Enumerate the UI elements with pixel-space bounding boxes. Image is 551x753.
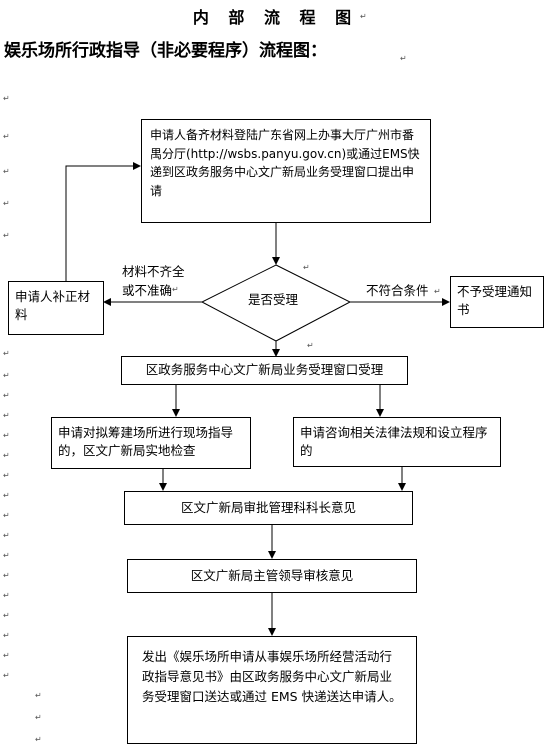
paragraph-mark: ↵ bbox=[3, 94, 10, 103]
step-consult-box: 申请咨询相关法律法规和设立程序的 bbox=[293, 417, 501, 467]
paragraph-mark: ↵ bbox=[3, 451, 10, 460]
paragraph-mark: ↵ bbox=[3, 132, 10, 141]
step-reject-text: 不予受理通知书 bbox=[457, 284, 533, 318]
paragraph-mark: ↵ bbox=[400, 54, 407, 63]
paragraph-mark: ↵ bbox=[3, 231, 10, 240]
step-leader-review-box: 区文广新局主管领导审核意见 bbox=[127, 559, 417, 593]
paragraph-mark: ↵ bbox=[3, 471, 10, 480]
paragraph-mark: ↵ bbox=[3, 511, 10, 520]
paragraph-mark: ↵ bbox=[35, 691, 42, 700]
paragraph-mark: ↵ bbox=[3, 199, 10, 208]
paragraph-mark: ↵ bbox=[3, 671, 10, 680]
step-consult-text: 申请咨询相关法律法规和设立程序的 bbox=[300, 425, 488, 459]
step-section-opinion-text: 区文广新局审批管理科科长意见 bbox=[180, 499, 356, 515]
paragraph-mark: ↵ bbox=[3, 411, 10, 420]
step-supplement-box: 申请人补正材料 bbox=[8, 281, 104, 335]
paragraph-mark: ↵ bbox=[360, 12, 367, 21]
paragraph-mark: ↵ bbox=[172, 285, 179, 294]
step-site-check-text: 申请对拟筹建场所进行现场指导的，区文广新局实地检查 bbox=[58, 425, 234, 459]
step-site-check-box: 申请对拟筹建场所进行现场指导的，区文广新局实地检查 bbox=[51, 417, 251, 469]
paragraph-mark: ↵ bbox=[35, 735, 42, 744]
paragraph-mark: ↵ bbox=[3, 571, 10, 580]
step-issue-box: 发出《娱乐场所申请从事娱乐场所经营活动行政指导意见书》由区政务服务中心文广新局业… bbox=[127, 636, 417, 744]
paragraph-mark: ↵ bbox=[3, 391, 10, 400]
step-reject-box: 不予受理通知书 bbox=[450, 276, 544, 328]
step-apply-text: 申请人备齐材料登陆广东省网上办事大厅广州市番禺分厅(http://wsbs.pa… bbox=[150, 128, 420, 198]
paragraph-mark: ↵ bbox=[3, 611, 10, 620]
paragraph-mark: ↵ bbox=[434, 287, 441, 296]
document-heading: 内 部 流 程 图 bbox=[192, 8, 359, 27]
step-apply-box: 申请人备齐材料登陆广东省网上办事大厅广州市番禺分厅(http://wsbs.pa… bbox=[141, 119, 431, 223]
paragraph-mark: ↵ bbox=[3, 591, 10, 600]
paragraph-mark: ↵ bbox=[3, 167, 10, 176]
step-section-opinion-box: 区文广新局审批管理科科长意见 bbox=[124, 491, 413, 525]
paragraph-mark: ↵ bbox=[303, 263, 310, 272]
paragraph-mark: ↵ bbox=[3, 349, 10, 358]
paragraph-mark: ↵ bbox=[3, 491, 10, 500]
step-window-accept-box: 区政务服务中心文广新局业务受理窗口受理 bbox=[121, 356, 408, 385]
paragraph-mark: ↵ bbox=[3, 651, 10, 660]
decision-label: 是否受理 bbox=[248, 292, 299, 307]
paragraph-mark: ↵ bbox=[35, 713, 42, 722]
paragraph-mark: ↵ bbox=[3, 431, 10, 440]
paragraph-mark: ↵ bbox=[3, 371, 10, 380]
step-issue-text: 发出《娱乐场所申请从事娱乐场所经营活动行政指导意见书》由区政务服务中心文广新局业… bbox=[142, 649, 402, 704]
label-incomplete-line2: 或不准确 bbox=[122, 283, 173, 298]
step-supplement-text: 申请人补正材料 bbox=[15, 289, 91, 323]
flowchart-title: 娱乐场所行政指导（非必要程序）流程图： bbox=[4, 41, 327, 61]
label-not-qualified: 不符合条件 bbox=[366, 283, 429, 298]
label-incomplete-line1: 材料不齐全 bbox=[122, 264, 185, 279]
step-leader-review-text: 区文广新局主管领导审核意见 bbox=[190, 567, 354, 583]
arrow-supplement-to-apply bbox=[65, 162, 141, 281]
paragraph-mark: ↵ bbox=[3, 531, 10, 540]
paragraph-mark: ↵ bbox=[3, 631, 10, 640]
step-window-accept-text: 区政务服务中心文广新局业务受理窗口受理 bbox=[145, 362, 384, 378]
paragraph-mark: ↵ bbox=[307, 341, 314, 350]
paragraph-mark: ↵ bbox=[3, 551, 10, 560]
